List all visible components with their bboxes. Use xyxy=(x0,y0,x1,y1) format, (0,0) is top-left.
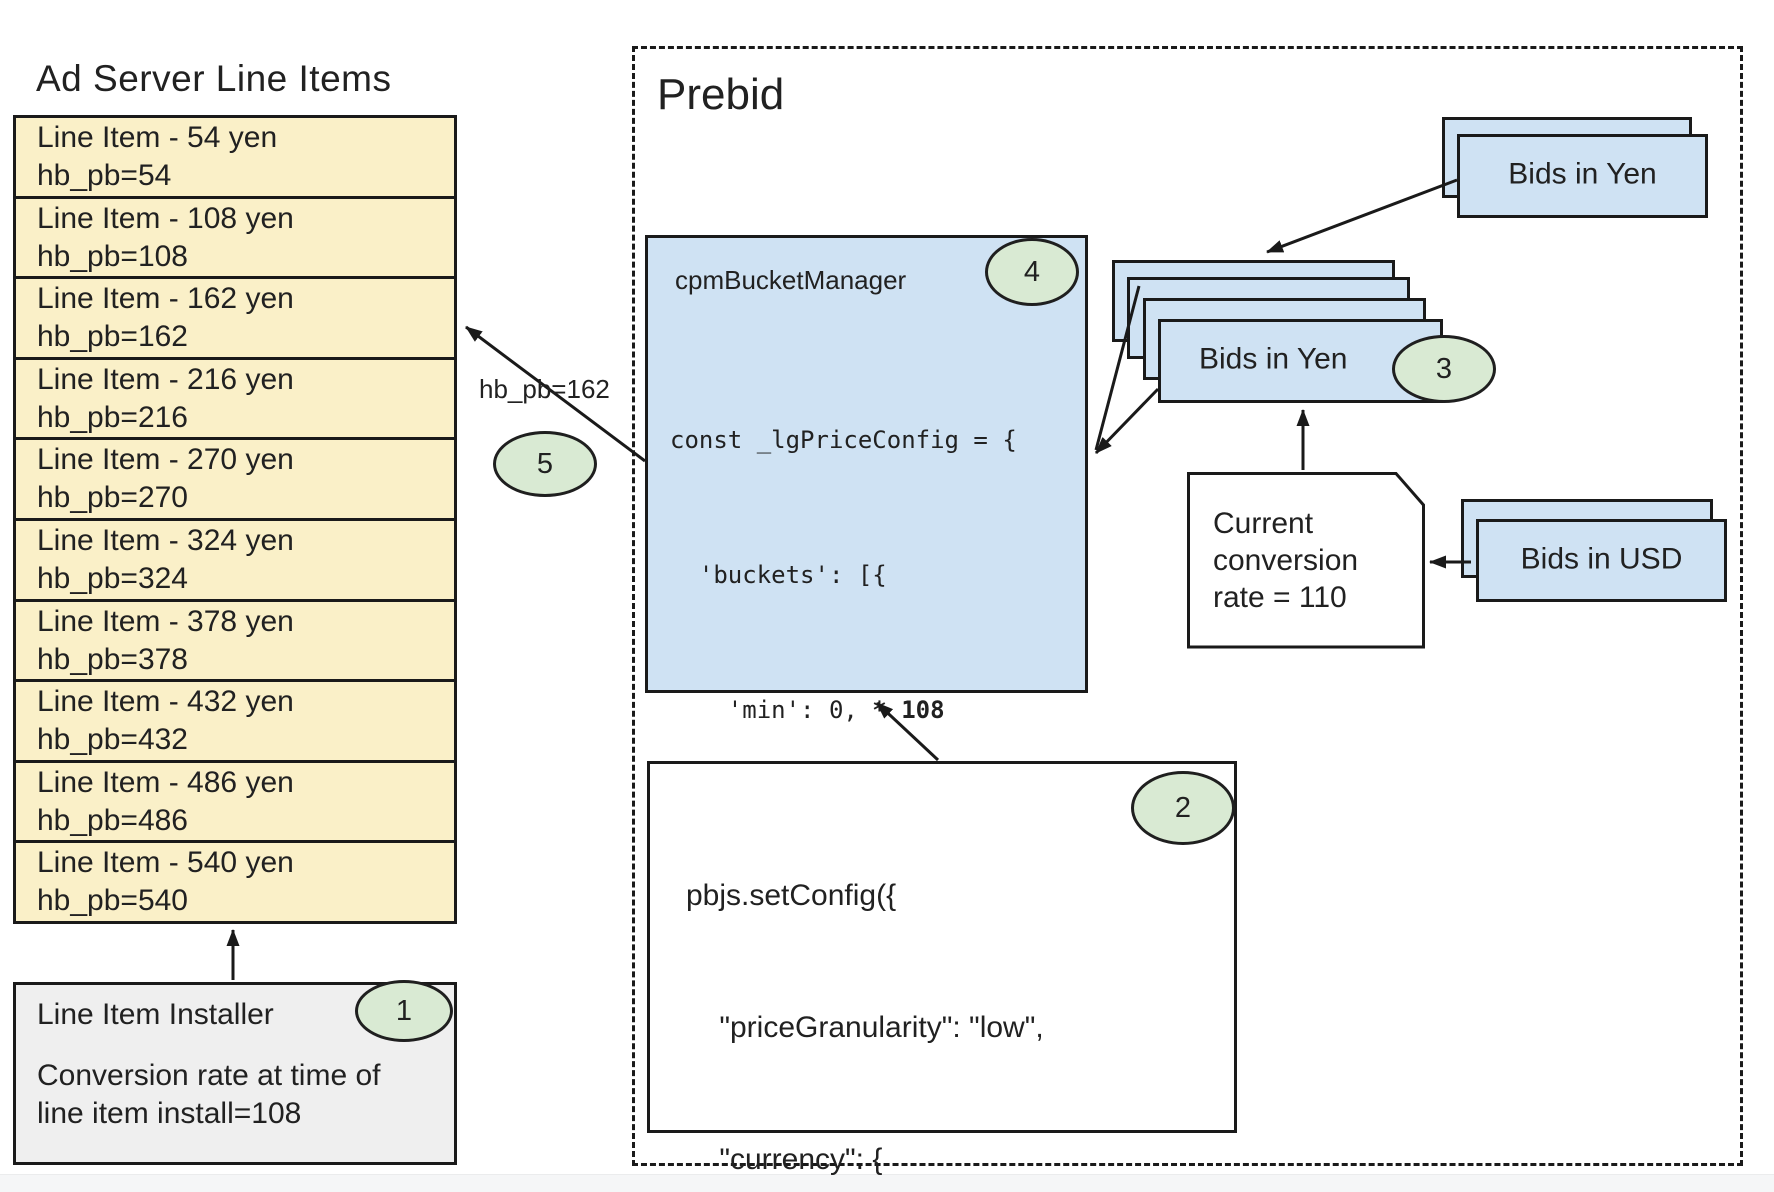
bids-in-yen-card: Bids in Yen xyxy=(1457,134,1708,218)
bucket-manager-title: cpmBucketManager xyxy=(675,265,907,295)
step-badge-1: 1 xyxy=(355,980,453,1042)
line-item-title: Line Item - 108 yen xyxy=(37,201,294,235)
conversion-rate-note-shape xyxy=(1187,472,1425,649)
table-row: Line Item - 270 yen hb_pb=270 xyxy=(16,437,454,518)
code-line: "currency": { xyxy=(686,1143,883,1176)
line-item-title: Line Item - 378 yen xyxy=(37,604,294,638)
line-item-tag: hb_pb=540 xyxy=(37,884,188,918)
table-row: Line Item - 108 yen hb_pb=108 xyxy=(16,195,454,277)
line-item-title: Line Item - 162 yen xyxy=(37,282,294,316)
hb-pb-arrow-label: hb_pb=162 xyxy=(479,374,610,404)
table-row: Line Item - 378 yen hb_pb=378 xyxy=(16,598,454,680)
table-row: Line Item - 162 yen hb_pb=162 xyxy=(16,276,454,357)
line-item-tag: hb_pb=162 xyxy=(37,320,188,354)
line-item-title: Line Item - 54 yen xyxy=(37,121,278,154)
table-row: Line Item - 432 yen hb_pb=432 xyxy=(16,679,454,760)
code-line: const _lgPriceConfig = { xyxy=(670,426,1017,454)
line-item-tag: hb_pb=432 xyxy=(37,723,188,757)
bids-in-yen-label: Bids in Yen xyxy=(1508,157,1657,191)
code-line: 'buckets': [{ xyxy=(670,561,887,589)
bids-in-usd-card: Bids in USD xyxy=(1476,519,1727,602)
line-item-tag: hb_pb=54 xyxy=(37,159,172,192)
table-row: Line Item - 324 yen hb_pb=324 xyxy=(16,517,454,599)
line-item-tag: hb_pb=324 xyxy=(37,561,188,595)
bids-in-yen-stack-label: Bids in Yen xyxy=(1199,342,1348,376)
installer-note-line2: line item install=108 xyxy=(37,1097,302,1130)
line-item-title: Line Item - 432 yen xyxy=(37,685,294,719)
code-line: 'min': 0, * 108 xyxy=(670,696,945,724)
table-row: Line Item - 54 yen hb_pb=54 xyxy=(16,118,454,196)
line-item-tag: hb_pb=216 xyxy=(37,400,188,434)
line-item-tag: hb_pb=270 xyxy=(37,481,188,515)
cpm-bucket-manager-box: cpmBucketManager const _lgPriceConfig = … xyxy=(645,235,1088,1129)
step-badge-2: 2 xyxy=(1131,771,1235,845)
installer-note-line1: Conversion rate at time of xyxy=(37,1059,381,1092)
prebid-title: Prebid xyxy=(657,70,785,119)
prebid-container xyxy=(632,46,1743,1166)
line-item-title: Line Item - 270 yen xyxy=(37,443,294,477)
line-item-title: Line Item - 540 yen xyxy=(37,846,294,880)
line-items-table: Line Item - 54 yen hb_pb=54 Line Item - … xyxy=(13,115,457,924)
table-row: Line Item - 486 yen hb_pb=486 xyxy=(16,759,454,841)
line-item-tag: hb_pb=486 xyxy=(37,803,188,837)
setconfig-code: pbjs.setConfig({ "priceGranularity": "lo… xyxy=(686,786,1119,1192)
step-badge-4: 4 xyxy=(985,238,1079,306)
code-line: pbjs.setConfig({ xyxy=(686,879,897,912)
installer-title: Line Item Installer xyxy=(37,998,274,1031)
conversion-rate-note: Current conversion rate = 110 xyxy=(1213,507,1359,614)
step-badge-3: 3 xyxy=(1392,335,1496,403)
code-line: "priceGranularity": "low", xyxy=(686,1011,1044,1044)
line-item-tag: hb_pb=378 xyxy=(37,642,188,676)
line-item-title: Line Item - 216 yen xyxy=(37,362,294,396)
table-row: Line Item - 216 yen hb_pb=216 xyxy=(16,356,454,438)
line-item-title: Line Item - 324 yen xyxy=(37,523,294,557)
step-badge-5: 5 xyxy=(493,431,597,497)
page-bottom-strip xyxy=(0,1174,1774,1192)
bids-in-usd-label: Bids in USD xyxy=(1520,542,1683,576)
ad-server-title: Ad Server Line Items xyxy=(36,58,392,99)
line-item-title: Line Item - 486 yen xyxy=(37,765,294,799)
line-item-installer-box: Line Item Installer Conversion rate at t… xyxy=(13,982,457,1165)
line-item-tag: hb_pb=108 xyxy=(37,239,188,273)
table-row: Line Item - 540 yen hb_pb=540 xyxy=(16,840,454,921)
